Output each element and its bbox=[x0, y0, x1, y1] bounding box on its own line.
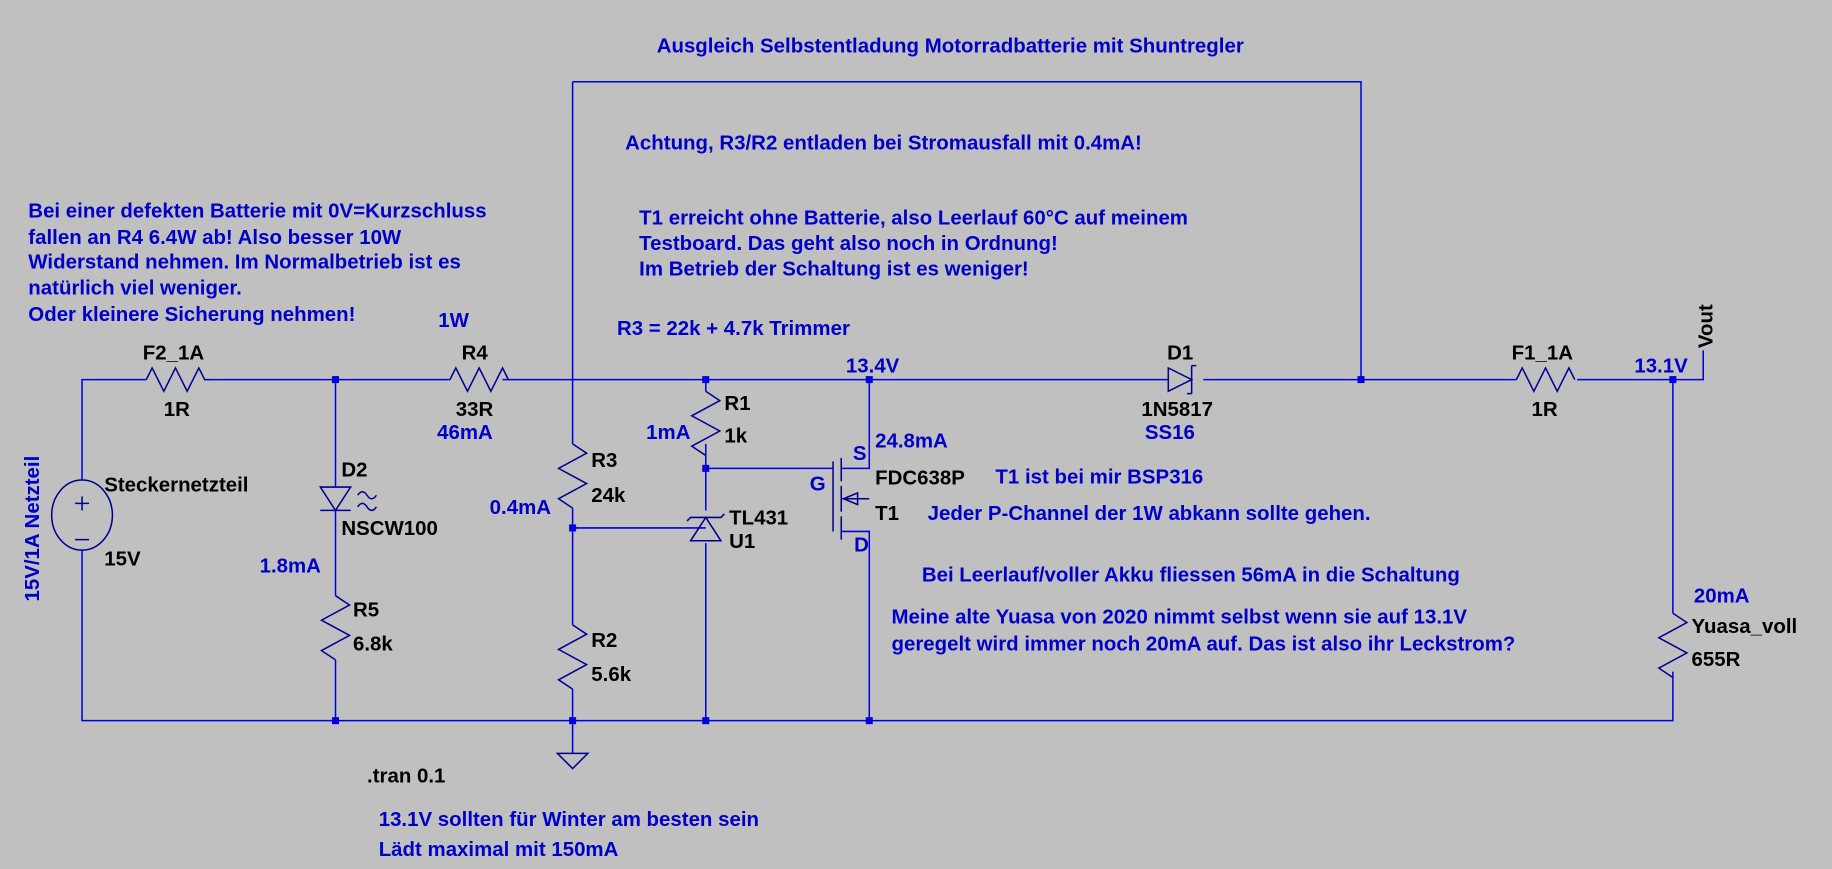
r1-value: 1k bbox=[724, 425, 747, 448]
source-value: 15V bbox=[104, 547, 141, 570]
note-t1-temp-1: T1 erreicht ohne Batterie, also Leerlauf… bbox=[639, 206, 1188, 229]
t1-drain-pin: D bbox=[854, 533, 869, 556]
u1-model: TL431 bbox=[729, 506, 788, 529]
r4-current: 46mA bbox=[437, 421, 493, 444]
note-laedt: Lädt maximal mit 150mA bbox=[379, 838, 619, 861]
d1-model: 1N5817 bbox=[1141, 398, 1213, 421]
u1-name: U1 bbox=[729, 530, 755, 553]
resistor-r2-symbol[interactable] bbox=[556, 624, 589, 690]
spice-directive-tran[interactable]: .tran 0.1 bbox=[367, 765, 445, 788]
r2-name: R2 bbox=[591, 629, 617, 652]
note-t1-temp-3: Im Betrieb der Schaltung ist es weniger! bbox=[639, 258, 1029, 281]
note-yuasa-1: Meine alte Yuasa von 2020 nimmt selbst w… bbox=[891, 606, 1467, 629]
note-t1-bsp: T1 ist bei mir BSP316 bbox=[995, 466, 1203, 489]
t1-source-pin: S bbox=[853, 442, 867, 465]
fuse-f1-symbol[interactable] bbox=[1515, 366, 1576, 393]
f2-value: 1R bbox=[164, 398, 190, 421]
note-defekt-5: Oder kleinere Sicherung nehmen! bbox=[28, 303, 355, 326]
resistor-r4-symbol[interactable] bbox=[449, 366, 510, 393]
note-achtung: Achtung, R3/R2 entladen bei Stromausfall… bbox=[625, 132, 1142, 155]
r5-value: 6.8k bbox=[353, 633, 393, 656]
d2-name: D2 bbox=[341, 459, 367, 482]
r4-value: 33R bbox=[456, 398, 494, 421]
d2-current: 1.8mA bbox=[260, 554, 322, 577]
resistor-r1-symbol[interactable] bbox=[690, 390, 722, 457]
note-defekt-4: natürlich viel weniger. bbox=[28, 276, 242, 299]
r3-value: 24k bbox=[591, 484, 626, 507]
d2-model: NSCW100 bbox=[341, 517, 438, 540]
ground-symbol bbox=[555, 752, 590, 770]
node-voltage-out: 13.1V bbox=[1634, 355, 1688, 378]
source-name: Steckernetzteil bbox=[104, 474, 248, 497]
load-current: 20mA bbox=[1694, 585, 1750, 608]
load-value: 655R bbox=[1692, 648, 1741, 671]
led-d2-symbol[interactable] bbox=[318, 486, 378, 512]
r4-name: R4 bbox=[462, 342, 489, 365]
mosfet-t1-symbol[interactable] bbox=[832, 457, 870, 540]
t1-current: 24.8mA bbox=[875, 429, 948, 452]
voltage-source-symbol[interactable] bbox=[50, 479, 114, 551]
r1-current: 1mA bbox=[646, 421, 691, 444]
note-leerlauf: Bei Leerlauf/voller Akku fliessen 56mA i… bbox=[922, 564, 1460, 587]
r3-name: R3 bbox=[591, 449, 617, 472]
d1-alt-model: SS16 bbox=[1145, 421, 1195, 444]
wires bbox=[81, 81, 1704, 754]
note-defekt-3: Widerstand nehmen. Im Normalbetrieb ist … bbox=[28, 251, 461, 274]
t1-name: T1 bbox=[875, 502, 899, 525]
resistor-load-symbol[interactable] bbox=[1657, 612, 1689, 679]
note-defekt-2: fallen an R4 6.4W ab! Also besser 10W bbox=[28, 226, 402, 249]
fuse-f2-symbol[interactable] bbox=[145, 366, 211, 393]
f1-name: F1_1A bbox=[1512, 342, 1574, 365]
note-r3: R3 = 22k + 4.7k Trimmer bbox=[617, 317, 850, 340]
r3-current: 0.4mA bbox=[490, 496, 552, 519]
net-label-vout[interactable]: Vout bbox=[1695, 304, 1718, 348]
note-power-r4: 1W bbox=[438, 309, 469, 332]
resistor-r3-symbol[interactable] bbox=[556, 443, 589, 509]
node-voltage-regulated: 13.4V bbox=[846, 355, 900, 378]
note-defekt-1: Bei einer defekten Batterie mit 0V=Kurzs… bbox=[28, 199, 486, 222]
r5-name: R5 bbox=[353, 599, 379, 622]
load-name: Yuasa_voll bbox=[1692, 615, 1798, 638]
resistor-r5-symbol[interactable] bbox=[319, 595, 352, 661]
tl431-u1-symbol[interactable] bbox=[686, 513, 725, 542]
note-pchannel: Jeder P-Channel der 1W abkann sollte geh… bbox=[928, 502, 1371, 525]
f2-name: F2_1A bbox=[143, 342, 205, 365]
d1-name: D1 bbox=[1167, 342, 1193, 365]
source-label: 15V/1A Netzteil bbox=[21, 456, 44, 602]
note-winter: 13.1V sollten für Winter am besten sein bbox=[379, 808, 759, 831]
note-yuasa-2: geregelt wird immer noch 20mA auf. Das i… bbox=[891, 633, 1515, 656]
schematic-title: Ausgleich Selbstentladung Motorradbatter… bbox=[657, 35, 1244, 58]
t1-model: FDC638P bbox=[875, 467, 965, 490]
f1-value: 1R bbox=[1532, 398, 1558, 421]
t1-gate-pin: G bbox=[810, 473, 826, 496]
note-t1-temp-2: Testboard. Das geht also noch in Ordnung… bbox=[639, 232, 1058, 255]
r1-name: R1 bbox=[724, 392, 750, 415]
diode-d1-symbol[interactable] bbox=[1167, 364, 1197, 395]
r2-value: 5.6k bbox=[591, 663, 631, 686]
junctions bbox=[331, 376, 1677, 725]
